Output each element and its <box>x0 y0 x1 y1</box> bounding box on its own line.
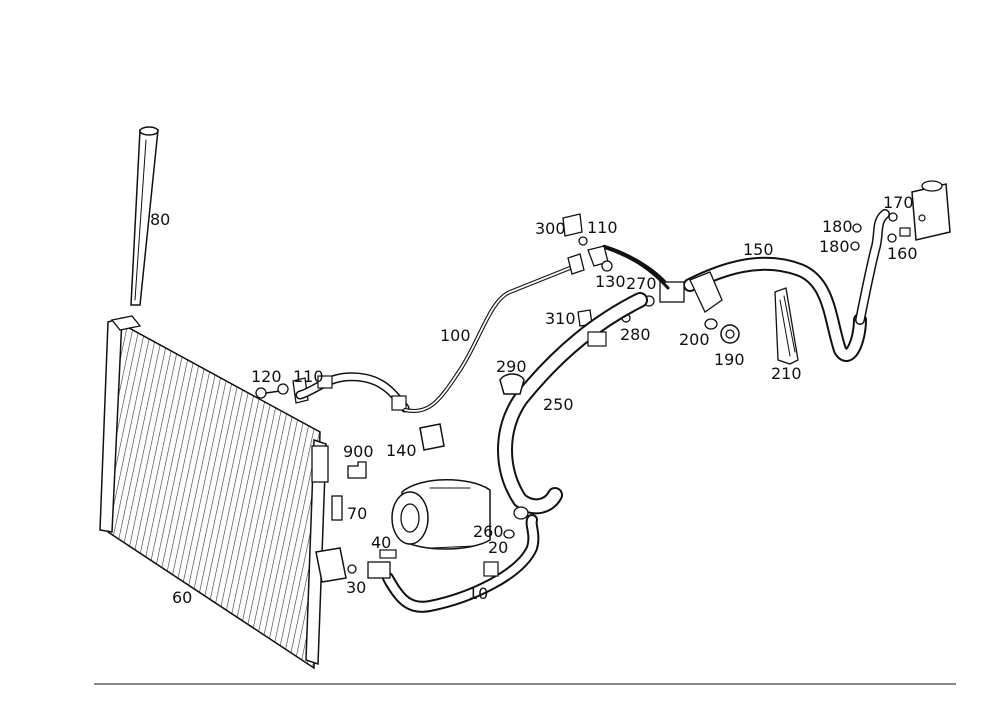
part-label-100: 100 <box>440 326 471 345</box>
part-label-900: 900 <box>343 442 374 461</box>
fitting-block <box>315 547 397 583</box>
pressure-switch <box>419 423 445 451</box>
part-label-200: 200 <box>679 330 710 349</box>
expansion-valve <box>850 180 951 251</box>
suction-line <box>659 209 890 362</box>
part-label-80: 80 <box>150 210 170 229</box>
part-label-180-bottom: 180 <box>819 237 850 256</box>
condenser <box>99 315 329 670</box>
compressor <box>391 479 491 550</box>
bracket-900 <box>347 461 367 479</box>
part-label-310: 310 <box>545 309 576 328</box>
part-label-180-top: 180 <box>822 217 853 236</box>
part-label-210: 210 <box>771 364 802 383</box>
part-label-270: 270 <box>626 274 657 293</box>
liquid-line <box>403 253 585 413</box>
part-label-290: 290 <box>496 357 527 376</box>
pressure-sensor <box>331 495 343 521</box>
part-label-150: 150 <box>743 240 774 259</box>
dryer-cartridge <box>130 126 159 306</box>
part-label-110-left: 110 <box>293 367 324 386</box>
part-label-120: 120 <box>251 367 282 386</box>
suction-hose <box>497 292 648 515</box>
part-label-280: 280 <box>620 325 651 344</box>
part-label-40: 40 <box>371 533 391 552</box>
part-label-60: 60 <box>172 588 192 607</box>
part-label-30: 30 <box>346 578 366 597</box>
part-label-130: 130 <box>595 272 626 291</box>
part-label-10: 10 <box>468 584 488 603</box>
part-label-260: 260 <box>473 522 504 541</box>
part-label-250: 250 <box>543 395 574 414</box>
part-label-300: 300 <box>535 219 566 238</box>
part-label-110-top: 110 <box>587 218 618 237</box>
liquid-line-short <box>295 372 410 413</box>
part-label-20: 20 <box>488 538 508 557</box>
part-label-190: 190 <box>714 350 745 369</box>
part-label-140: 140 <box>386 441 417 460</box>
part-label-70: 70 <box>347 504 367 523</box>
discharge-hose <box>367 506 540 613</box>
part-label-160: 160 <box>887 244 918 263</box>
part-label-170: 170 <box>883 193 914 212</box>
clamp <box>499 373 525 395</box>
small-parts <box>704 287 799 365</box>
